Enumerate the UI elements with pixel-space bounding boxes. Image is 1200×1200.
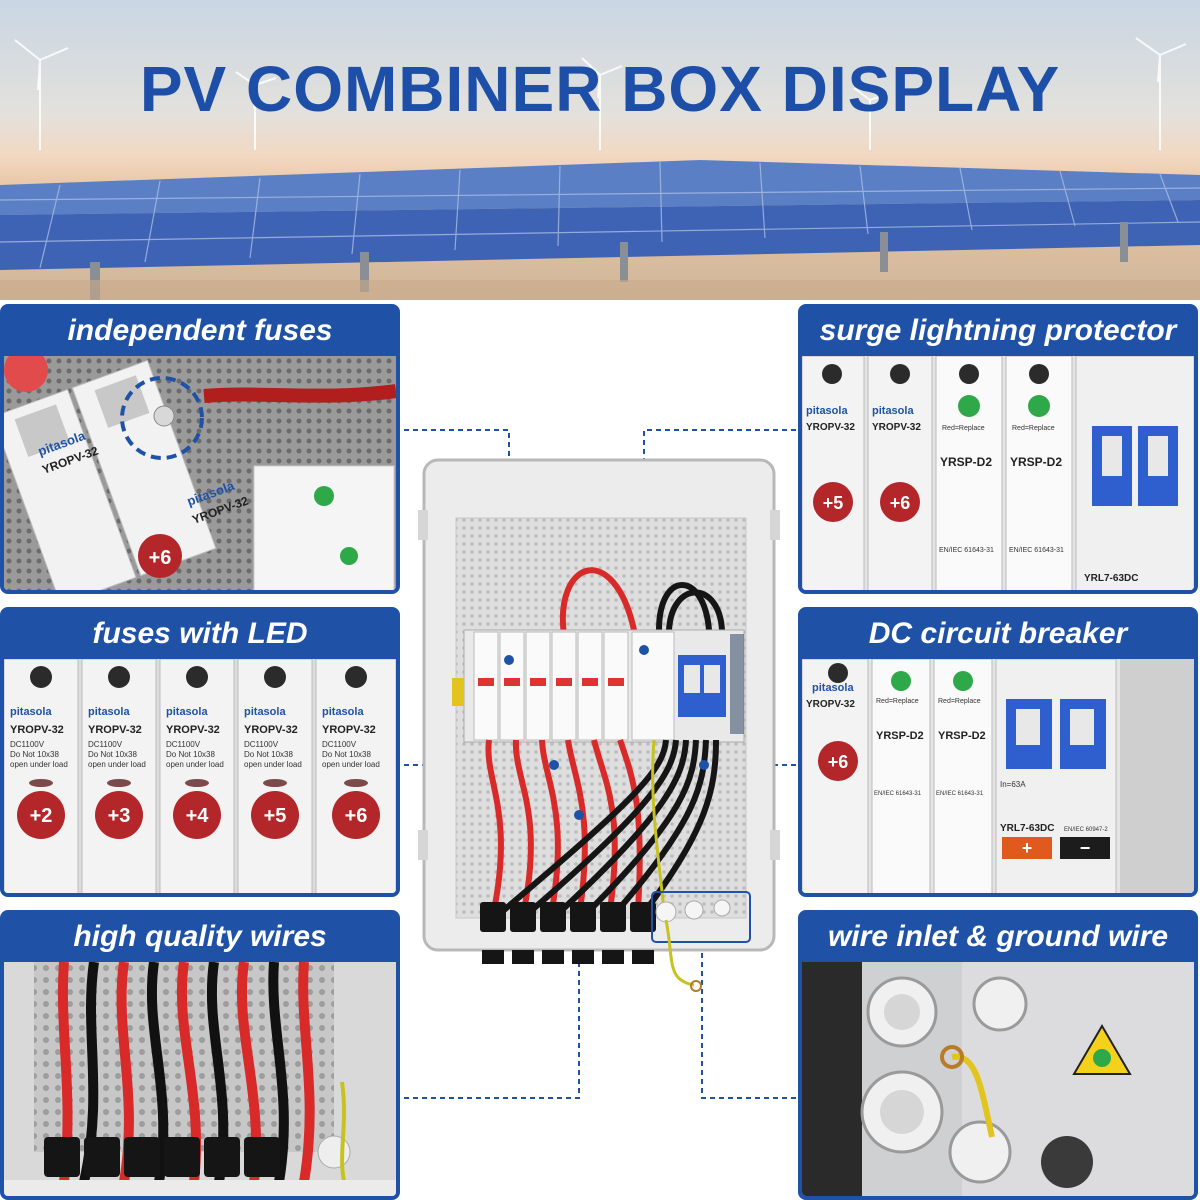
fuse-model: YROPV-32: [322, 724, 376, 736]
spd-model: YRSP-D2: [940, 455, 992, 469]
spd-replace-text: Red=Replace: [942, 425, 985, 432]
spd-replace-text: Red=Replace: [938, 698, 981, 705]
panel-label: independent fuses: [67, 314, 333, 347]
panel-independent-fuses: independent fuses pitasola YROPV-32 pita…: [0, 304, 400, 594]
fuse-brand: pitasola: [812, 682, 854, 694]
channel-badge: +6: [890, 493, 911, 513]
channel-badge: +5: [264, 805, 287, 827]
fuse-warning: open under load: [166, 760, 224, 769]
spd-model: YRSP-D2: [876, 730, 924, 742]
fuse-brand: pitasola: [10, 706, 52, 718]
out-minus-label: −: [1080, 838, 1091, 858]
spd-standard: EN/IEC 61643-31: [874, 791, 922, 797]
fuse-warning: open under load: [88, 760, 146, 769]
channel-badge: +4: [186, 805, 210, 827]
panel-label: surge lightning protector: [819, 314, 1177, 347]
fuse-brand: pitasola: [166, 706, 208, 718]
fuse-row-photo: pitasola pitasola pitasola pitasola pita…: [4, 659, 396, 893]
panel-label: high quality wires: [73, 920, 327, 953]
fuse-voltage: DC1100V: [166, 740, 201, 749]
fuse-size: Do Not 10x38: [166, 750, 215, 759]
fuse-voltage: DC1100V: [244, 740, 279, 749]
out-plus-label: +: [1022, 838, 1033, 858]
fuse-closeup-photo: pitasola YROPV-32 pitasola YROPV-32 +6: [4, 356, 396, 590]
channel-badge: +6: [149, 547, 172, 569]
fuse-model: YROPV-32: [244, 724, 298, 736]
fuse-brand: pitasola: [244, 706, 286, 718]
panel-high-quality-wires: high quality wires: [0, 910, 400, 1200]
breaker-model: YRL7-63DC: [1084, 573, 1138, 584]
fuse-model: YROPV-32: [806, 422, 855, 433]
fuse-warning: open under load: [10, 760, 68, 769]
fuse-size: Do Not 10x38: [244, 750, 293, 759]
fuse-brand: pitasola: [88, 706, 130, 718]
panel-wire-inlet-ground-wire: wire inlet & ground wire: [798, 910, 1198, 1200]
spd-replace-text: Red=Replace: [1012, 425, 1055, 432]
fuse-voltage: DC1100V: [10, 740, 45, 749]
panel-surge-lightning-protector: surge lightning protector pitasola pitas…: [798, 304, 1198, 594]
hero-banner: PV COMBINER BOX DISPLAY: [0, 0, 1200, 300]
solar-field-illustration: [0, 37, 1200, 300]
fuse-model: YROPV-32: [166, 724, 220, 736]
channel-badge: +6: [345, 805, 368, 827]
breaker-rating: In=63A: [1000, 780, 1026, 789]
panel-label: fuses with LED: [92, 617, 308, 650]
fuse-size: Do Not 10x38: [88, 750, 137, 759]
fuse-warning: open under load: [244, 760, 302, 769]
panel-fuses-with-led: fuses with LED pitasola pitasola pitasol…: [0, 607, 400, 897]
channel-badge: +5: [823, 493, 844, 513]
fuse-size: Do Not 10x38: [10, 750, 59, 759]
fuse-brand: pitasola: [872, 405, 914, 417]
fuse-voltage: DC1100V: [88, 740, 123, 749]
fuse-model: YROPV-32: [10, 724, 64, 736]
panel-label: wire inlet & ground wire: [827, 920, 1169, 953]
breaker-model: YRL7-63DC: [1000, 823, 1054, 834]
panel-label: DC circuit breaker: [868, 617, 1128, 650]
page-title: PV COMBINER BOX DISPLAY: [139, 53, 1061, 125]
fuse-size: Do Not 10x38: [322, 750, 371, 759]
channel-badge: +2: [30, 805, 53, 827]
spd-replace-text: Red=Replace: [876, 698, 919, 705]
spd-standard: EN/IEC 61643-31: [936, 791, 984, 797]
fuse-voltage: DC1100V: [322, 740, 357, 749]
channel-badge: +6: [828, 752, 849, 772]
fuse-warning: open under load: [322, 760, 380, 769]
breaker-closeup-photo: pitasola YROPV-32 +6 Red=Replace Red=Rep…: [802, 659, 1194, 893]
channel-badge: +3: [108, 805, 131, 827]
highlight-circle: [120, 376, 204, 460]
spd-standard: EN/IEC 61643-31: [939, 547, 994, 554]
spd-model: YRSP-D2: [1010, 455, 1062, 469]
breaker-standard: EN/IEC 60947-2: [1064, 827, 1108, 833]
panel-dc-circuit-breaker: DC circuit breaker pitasola YROPV-32 +6 …: [798, 607, 1198, 897]
wires-closeup-photo: [4, 962, 396, 1196]
combiner-box-photo: [404, 300, 796, 1200]
spd-standard: EN/IEC 61643-31: [1009, 547, 1064, 554]
spd-closeup-photo: pitasola pitasola YROPV-32 YROPV-32 +5 +…: [802, 356, 1194, 590]
fuse-model: YROPV-32: [88, 724, 142, 736]
fuse-brand: pitasola: [806, 405, 848, 417]
fuse-model: YROPV-32: [872, 422, 921, 433]
inlet-closeup-photo: [802, 962, 1194, 1196]
spd-model: YRSP-D2: [938, 730, 986, 742]
fuse-brand: pitasola: [322, 706, 364, 718]
fuse-model: YROPV-32: [806, 699, 855, 710]
